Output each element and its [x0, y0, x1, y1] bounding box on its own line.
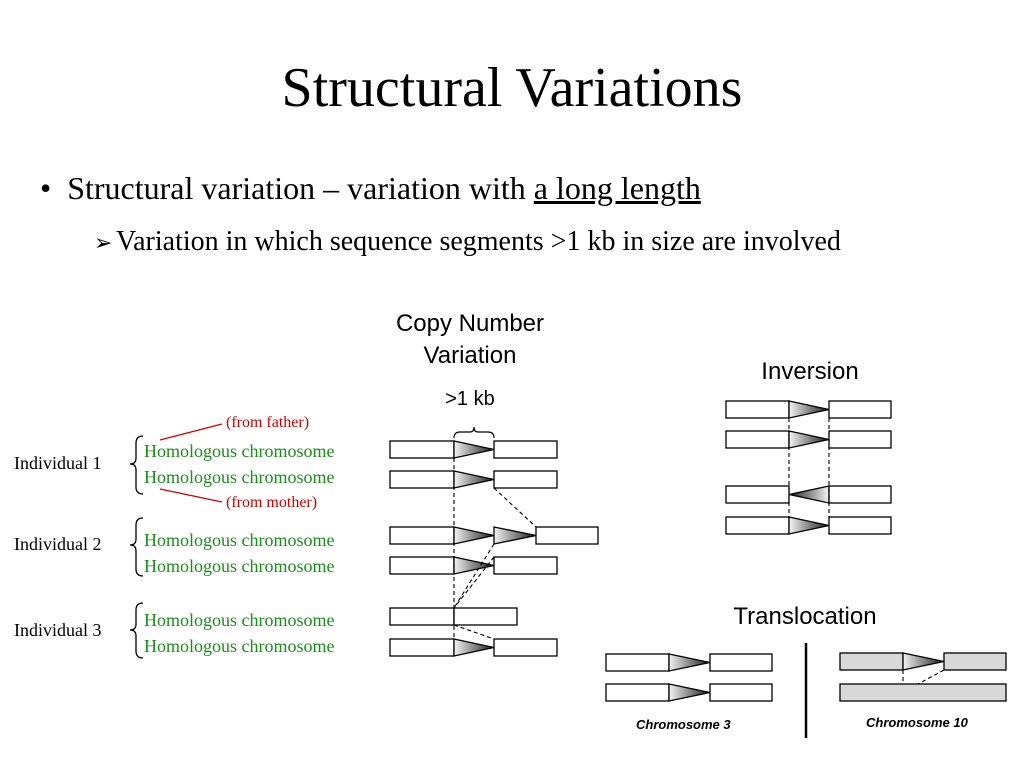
cnv-row3-right — [535, 526, 599, 545]
mother-pointer — [159, 488, 223, 503]
cnv-row1-left — [389, 440, 455, 459]
chr3-row2-triangle — [668, 683, 711, 702]
bullet1-prefix: Structural variation — [67, 170, 324, 206]
cnv-guide-3 — [453, 556, 495, 609]
chromosome-3-label: Chromosome 3 — [636, 717, 731, 732]
chr10-row1-right — [943, 652, 1007, 671]
inv-row4-triangle — [788, 516, 830, 535]
from-father-label: (from father) — [226, 414, 310, 431]
cnv-row5-left — [389, 607, 455, 626]
cnv-row3-triangle-a — [453, 526, 495, 545]
cnv-row6-right — [493, 638, 558, 657]
ind3-chromosome-b: Homologous chromosome — [144, 636, 335, 656]
cnv-row2-left — [389, 470, 455, 489]
inv-row1-right — [828, 400, 892, 419]
sub-bullet-text: Variation in which sequence segments >1 … — [116, 226, 841, 257]
cnv-row1-right — [493, 440, 558, 459]
cnv-guides — [453, 458, 537, 640]
arrow-bullet-icon: ➢ — [94, 231, 113, 256]
bullet1-dash: – — [323, 170, 340, 206]
inversion-title: Inversion — [761, 358, 859, 385]
cnv-row4-right — [493, 556, 558, 575]
slide-title: Structural Variations — [281, 57, 743, 119]
cnv-title: Copy Number Variation — [395, 310, 545, 369]
inversion-segments — [725, 400, 892, 535]
chr3-row2-right — [709, 683, 773, 702]
cnv-guide-1 — [493, 487, 537, 528]
cnv-segments — [389, 440, 599, 657]
cnv-row3-left — [389, 526, 455, 545]
ind3-chromosome-a: Homologous chromosome — [144, 610, 335, 630]
brace-individual-2 — [129, 517, 144, 577]
chr3-row2-left — [605, 683, 670, 702]
from-mother-label: (from mother) — [226, 494, 318, 511]
parent-pointers — [159, 423, 223, 503]
ind2-chromosome-b: Homologous chromosome — [144, 556, 335, 576]
chromosome-10-label: Chromosome 10 — [866, 715, 968, 730]
ind1-chromosome-a: Homologous chromosome — [144, 441, 335, 461]
inversion-guides — [788, 418, 830, 517]
chr10-row1-left — [839, 652, 904, 671]
bullet-dot: • — [40, 170, 68, 206]
translocation-title: Translocation — [733, 603, 877, 630]
chr3-row1-right — [709, 653, 773, 672]
individual-3-label: Individual 3 — [14, 620, 102, 640]
brace-individual-1 — [129, 435, 144, 495]
individual-braces — [129, 435, 144, 659]
inv-row3-right — [828, 485, 892, 504]
kb-brace — [453, 426, 495, 439]
individual-1-label: Individual 1 — [14, 453, 102, 473]
inv-row2-left — [725, 430, 790, 449]
sub-bullet-variation-size: ➢Variation in which sequence segments >1… — [94, 222, 914, 264]
chr3-row1-triangle — [668, 653, 711, 672]
chr10-row1-triangle — [902, 652, 945, 671]
translocation-chr10 — [839, 652, 1007, 702]
chr10-guide-2 — [917, 669, 945, 685]
cnv-guide-2 — [453, 543, 495, 609]
bullet1-underlined: a long length — [533, 170, 701, 206]
brace-individual-3 — [129, 602, 144, 659]
cnv-guide-4 — [453, 624, 495, 640]
ind1-chromosome-b: Homologous chromosome — [144, 467, 335, 487]
chr3-row1-left — [605, 653, 670, 672]
inv-row1-left — [725, 400, 790, 419]
cnv-row4-left — [389, 556, 455, 575]
ind2-chromosome-a: Homologous chromosome — [144, 530, 335, 550]
cnv-row3-triangle-b — [493, 526, 537, 545]
individual-2-label: Individual 2 — [14, 534, 102, 554]
inv-row2-right — [828, 430, 892, 449]
translocation-chr3 — [605, 653, 773, 702]
chr10-row2-bar — [839, 683, 1007, 702]
cnv-row2-triangle — [453, 470, 495, 489]
father-pointer — [159, 423, 223, 441]
inv-row2-triangle — [788, 430, 830, 449]
inv-row1-triangle — [788, 400, 830, 419]
inv-row4-left — [725, 516, 790, 535]
cnv-row6-triangle — [453, 638, 495, 657]
cnv-row1-triangle — [453, 440, 495, 459]
size-label: >1 kb — [445, 388, 495, 410]
cnv-row6-left — [389, 638, 455, 657]
bullet-structural-variation: • Structural variation – variation with … — [40, 166, 701, 210]
inv-row3-triangle — [788, 485, 830, 504]
bullet1-middle: variation with — [339, 170, 534, 206]
inv-row3-left — [725, 485, 790, 504]
translocation-guides — [902, 669, 945, 685]
inv-row4-right — [828, 516, 892, 535]
cnv-row2-right — [493, 470, 558, 489]
cnv-row5-right — [453, 607, 518, 626]
